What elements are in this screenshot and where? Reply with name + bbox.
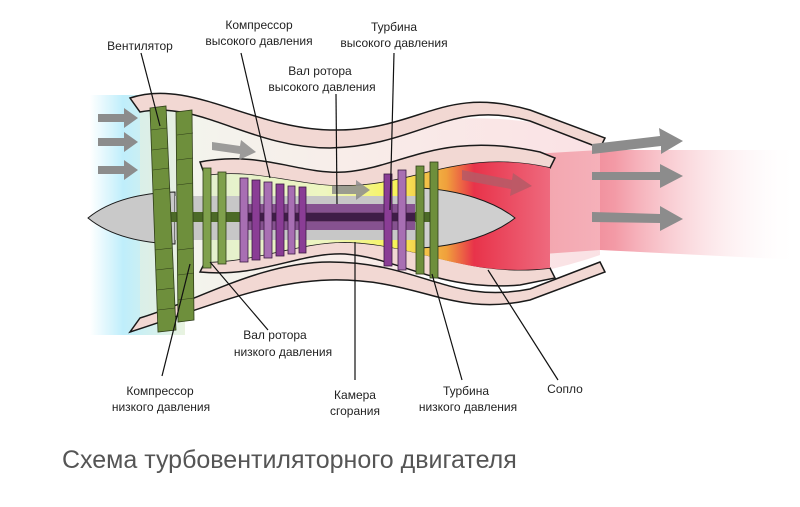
lp-turbine-blades [415,161,439,279]
label-lpc-line1: Компрессор [126,384,194,398]
fan-blades [149,105,195,333]
hp-turbine-blades [383,169,407,271]
inlet-arrow-3 [98,160,138,180]
label-fan: Вентилятор [107,39,173,53]
inlet-arrow-1 [98,108,138,128]
lp-compressor-blades [202,167,227,269]
core-casing-upper [199,144,557,187]
inlet-arrow-2 [98,132,138,152]
leader-lines [140,52,559,381]
label-hpt-line2: высокого давления [340,36,447,50]
exhaust-arrow-1 [592,128,683,154]
hp-shaft-core [240,213,415,221]
tail-cone [419,187,516,249]
label-lpt-line1: Турбина [443,384,489,398]
exhaust-arrow-3 [592,206,683,231]
flow-arrows [98,108,683,231]
exhaust-arrow-inner [462,170,532,196]
label-hp-shaft-line2: высокого давления [268,80,375,94]
label-lpc-line2: низкого давления [112,400,210,414]
figure-caption: Схема турбовентиляторного двигателя [62,446,517,474]
label-hpt-line1: Турбина [371,20,417,34]
label-lp-shaft-line1: Вал ротора [243,328,307,342]
hp-compressor-blades [239,177,307,263]
label-combustor-line2: сгорания [330,404,380,418]
label-nozzle: Сопло [547,382,583,396]
outer-casing-lower [128,261,607,334]
bypass-arrow [212,140,256,160]
core-arrow [332,180,370,200]
label-hpc-line1: Компрессор [225,18,293,32]
label-hpc-line2: высокого давления [205,34,312,48]
label-lp-shaft-line2: низкого давления [234,345,332,359]
label-combustor-line1: Камера [334,388,376,402]
exhaust-arrow-2 [592,164,683,188]
label-lpt-line2: низкого давления [419,400,517,414]
fan-blade-segments [150,127,195,311]
label-hp-shaft-line1: Вал ротора [288,64,352,78]
